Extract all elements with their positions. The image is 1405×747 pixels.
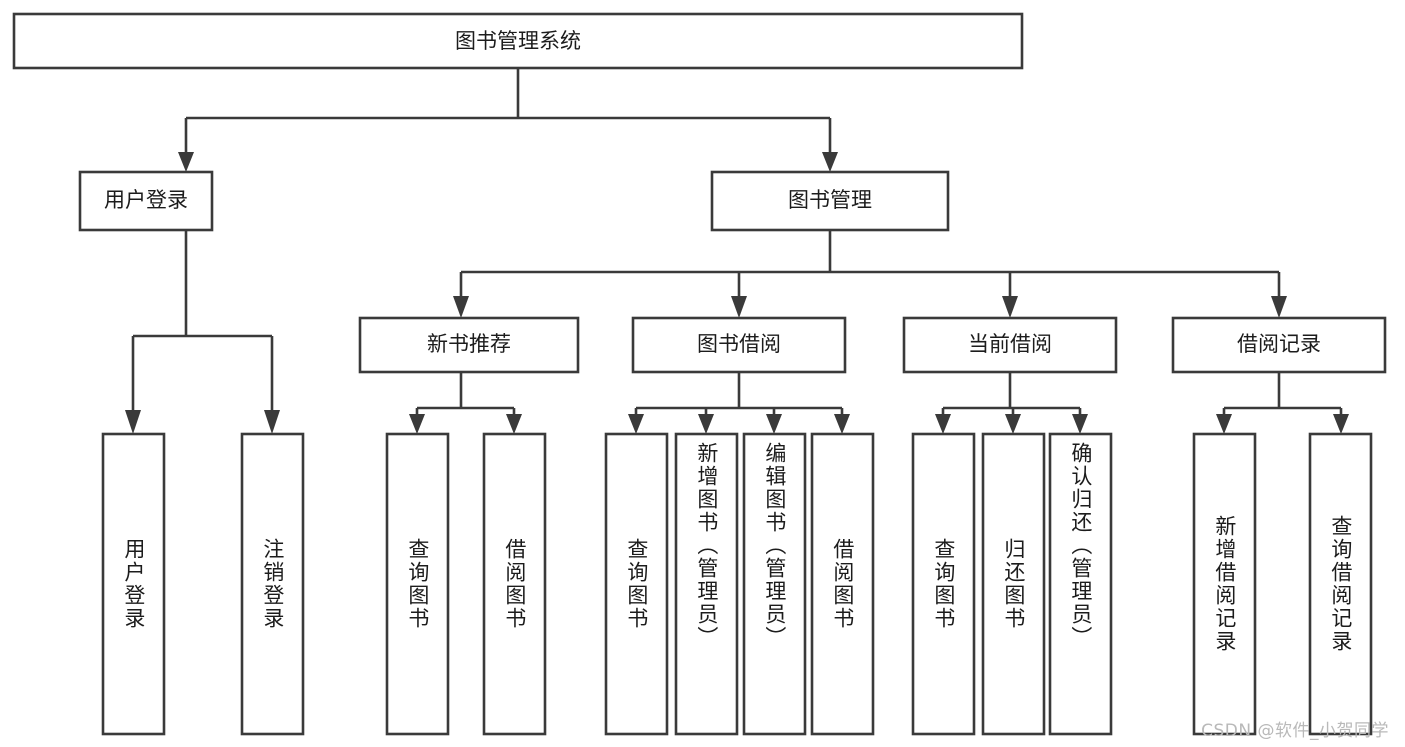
node-box-leaf-user-login[interactable] — [101, 432, 166, 736]
arrow-to-leaf-logout-login — [264, 410, 280, 434]
node-box-leaf-logout-login[interactable] — [240, 432, 305, 736]
node-box-leaf-query-borrow-record[interactable] — [1308, 432, 1373, 736]
node-box-leaf-add-borrow-record[interactable] — [1192, 432, 1257, 736]
node-box-root[interactable] — [12, 12, 1024, 70]
node-box-new-book-recommend[interactable] — [358, 316, 580, 374]
node-label-borrow-record: 借阅记录 — [1237, 332, 1321, 356]
node-box-leaf-query-book-borrow[interactable] — [604, 432, 669, 736]
arrow-to-leaf-edit-book — [766, 414, 782, 434]
arrow-to-new-book-recommend — [453, 296, 469, 318]
arrow-to-leaf-add-book — [698, 414, 714, 434]
arrow-to-book-borrow — [731, 296, 747, 318]
arrow-to-leaf-confirm-return — [1072, 414, 1088, 434]
arrow-to-current-borrow — [1002, 296, 1018, 318]
node-label-book-borrow: 图书借阅 — [697, 332, 781, 356]
nodes-group: 图书管理系统 用户登录 图书管理 新书推荐 图书借阅 当前借阅 借阅记录 — [12, 12, 1387, 736]
edges-group — [125, 68, 1349, 434]
arrow-to-leaf-query-borrow-record — [1333, 414, 1349, 434]
node-box-leaf-return-book[interactable] — [981, 432, 1046, 736]
arrow-to-leaf-borrow-book-recommend — [506, 414, 522, 434]
node-box-current-borrow[interactable] — [902, 316, 1118, 374]
node-box-leaf-query-book-recommend[interactable] — [385, 432, 450, 736]
arrow-to-leaf-query-book-borrow — [628, 414, 644, 434]
node-label-new-book-recommend: 新书推荐 — [427, 332, 511, 356]
node-box-leaf-borrow-book-recommend[interactable] — [482, 432, 547, 736]
watermark-text: CSDN @软件_小贺同学 — [1201, 721, 1389, 741]
arrow-to-leaf-query-book-current — [935, 414, 951, 434]
arrow-to-leaf-borrow-book — [834, 414, 850, 434]
arrow-to-user-login — [178, 152, 194, 172]
arrow-to-leaf-query-book-recommend — [409, 414, 425, 434]
node-label-book-manage: 图书管理 — [788, 188, 872, 212]
arrow-to-book-manage — [822, 152, 838, 172]
arrow-to-leaf-return-book — [1005, 414, 1021, 434]
node-box-leaf-query-book-current[interactable] — [911, 432, 976, 736]
arrow-to-borrow-record — [1271, 296, 1287, 318]
node-box-leaf-add-book[interactable] — [674, 432, 739, 736]
arrow-to-leaf-add-borrow-record — [1216, 414, 1232, 434]
node-label-user-login: 用户登录 — [104, 188, 188, 212]
node-box-borrow-record[interactable] — [1171, 316, 1387, 374]
arrow-to-leaf-user-login — [125, 410, 141, 434]
node-label-root: 图书管理系统 — [455, 29, 581, 53]
node-box-leaf-edit-book[interactable] — [742, 432, 807, 736]
node-box-book-manage[interactable] — [710, 170, 950, 232]
node-label-current-borrow: 当前借阅 — [968, 332, 1052, 356]
node-box-book-borrow[interactable] — [631, 316, 847, 374]
node-box-leaf-confirm-return[interactable] — [1048, 432, 1113, 736]
node-box-user-login[interactable] — [78, 170, 214, 232]
node-box-leaf-borrow-book[interactable] — [810, 432, 875, 736]
